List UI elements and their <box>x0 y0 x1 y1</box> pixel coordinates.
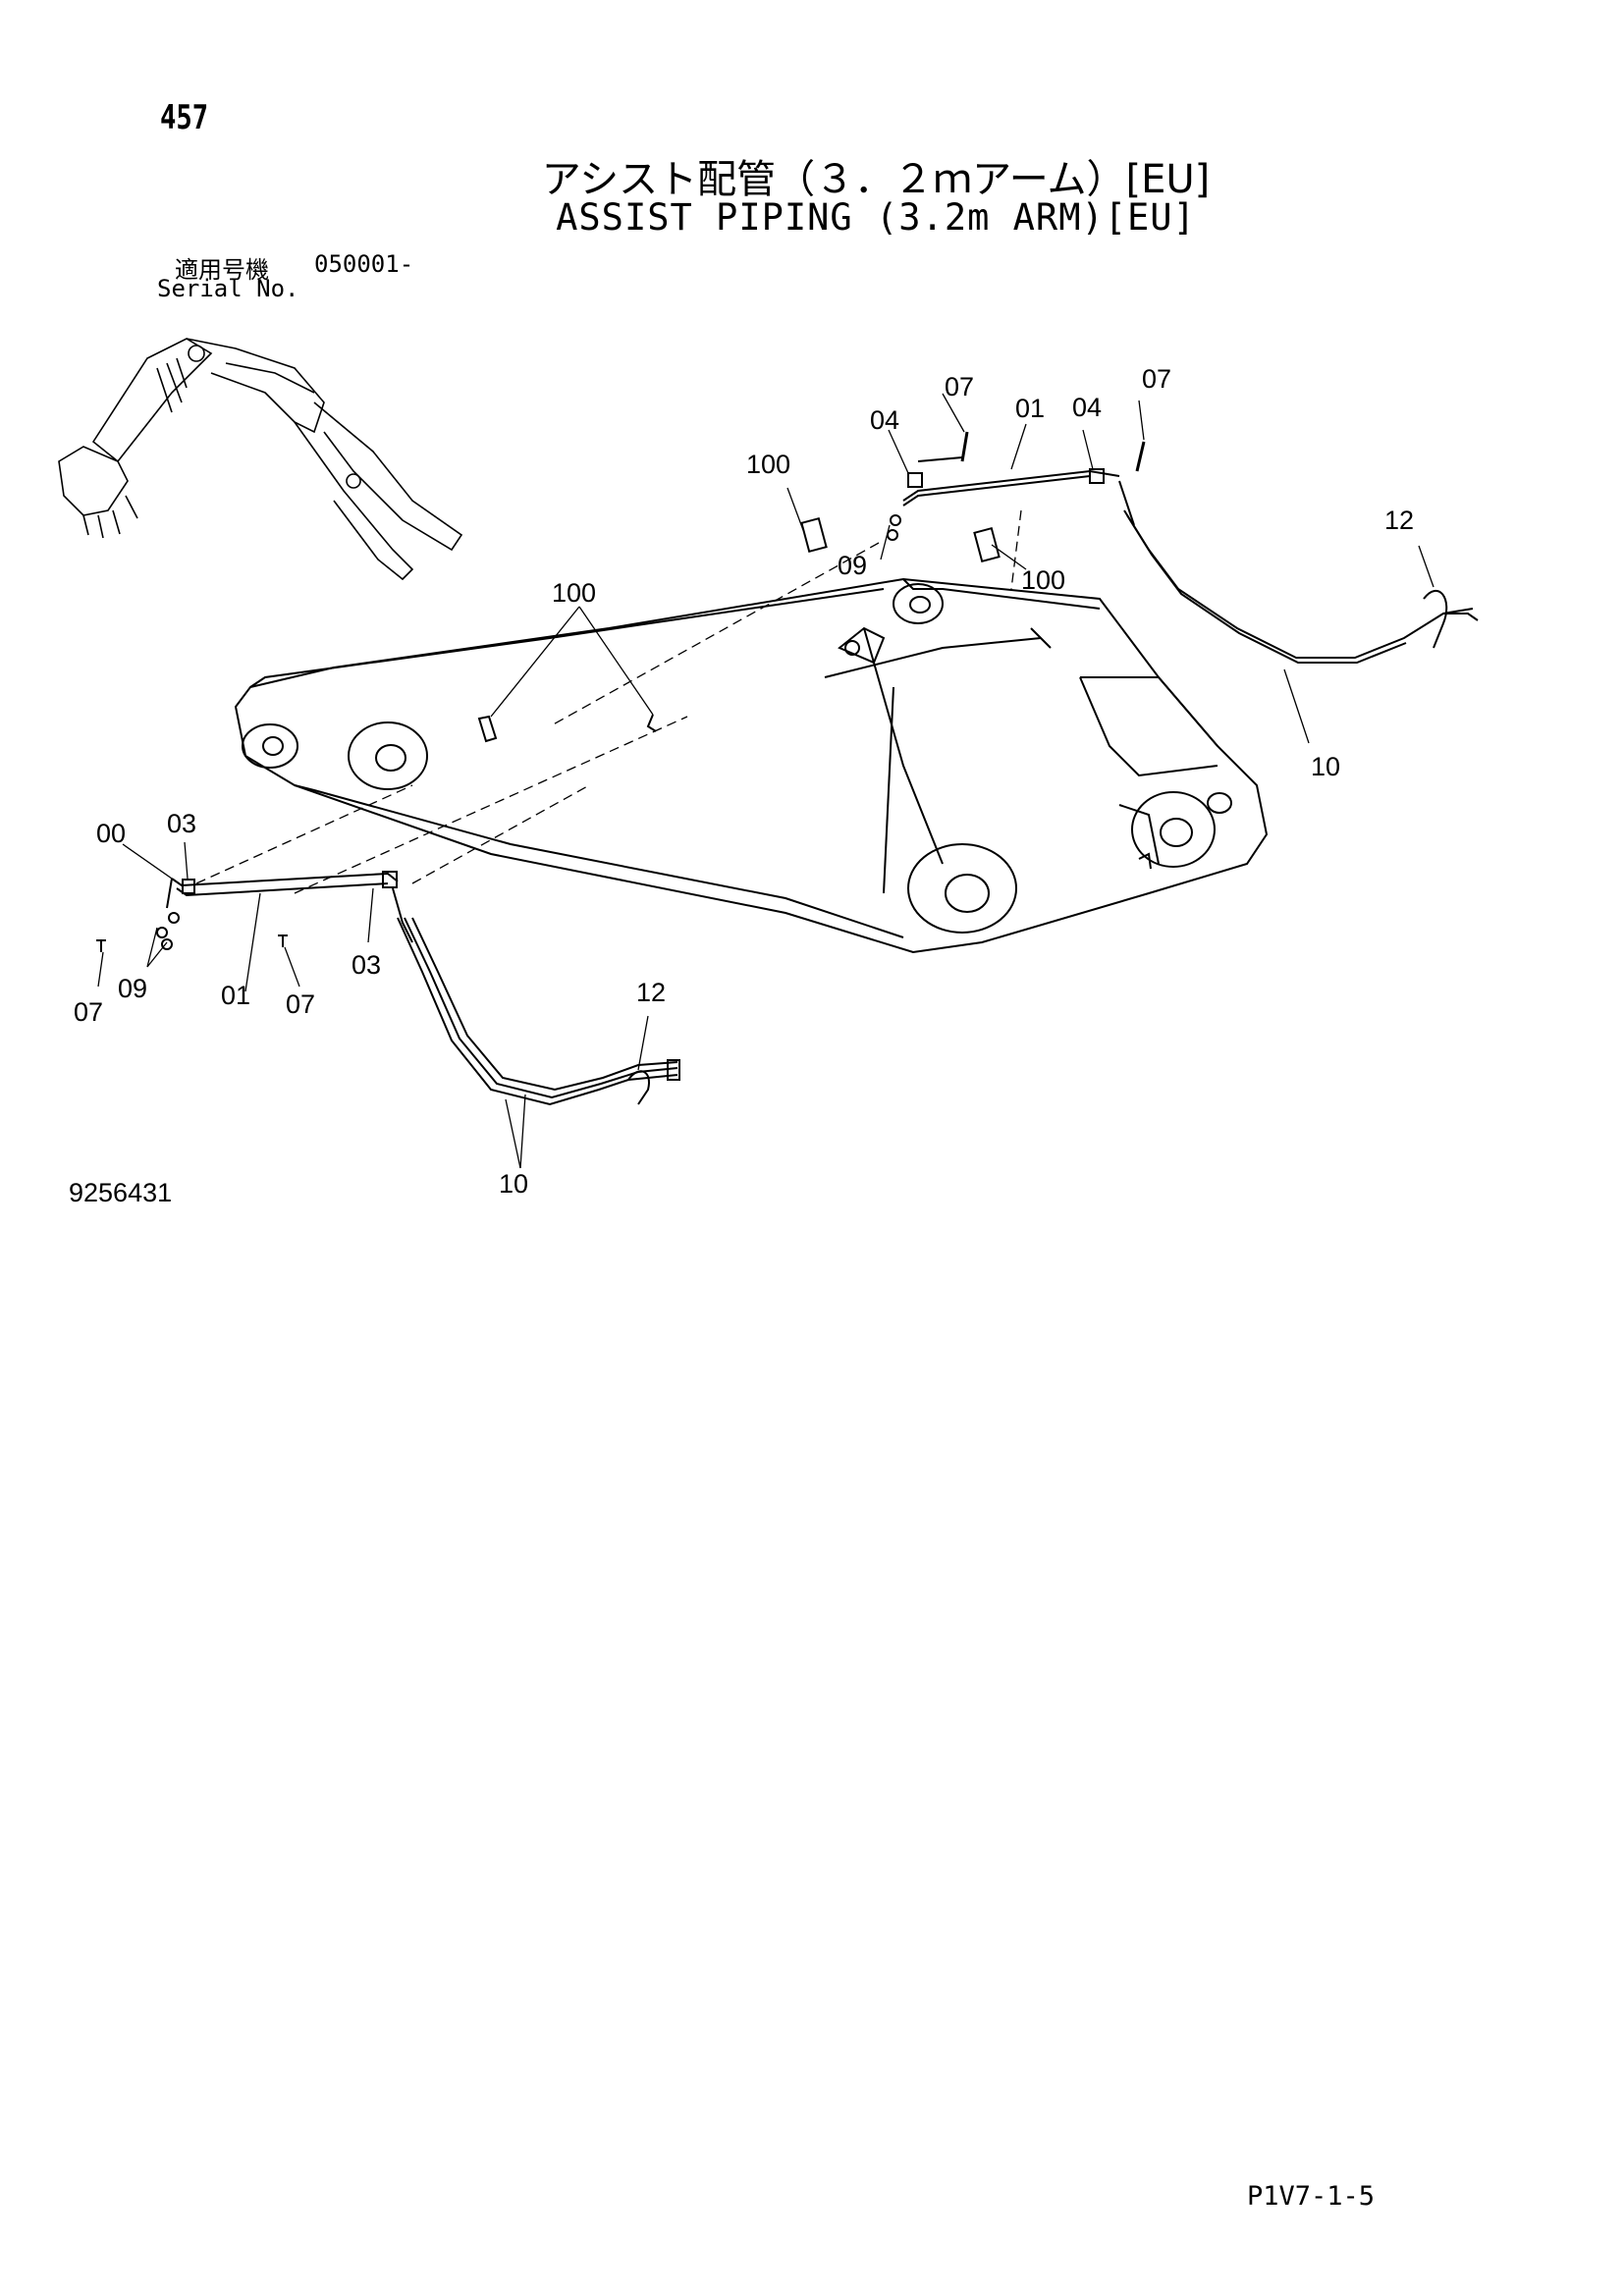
excavator-thumbnail <box>58 338 463 581</box>
callout-bottom-03-right: 03 <box>352 950 381 980</box>
callout-bottom-09: 09 <box>118 974 147 1003</box>
title-english: ASSIST PIPING (3.2m ARM)[EU] <box>556 196 1196 239</box>
callout-top-04-right: 04 <box>1072 393 1102 422</box>
callout-top-10: 10 <box>1311 752 1340 781</box>
callout-bottom-00: 00 <box>96 819 126 848</box>
parts-drawing: 07 01 04 04 07 100 100 09 12 10 100 00 0… <box>58 338 1479 1199</box>
callout-bottom-12: 12 <box>636 978 666 1007</box>
callout-top-01: 01 <box>1015 394 1045 423</box>
callout-top-100-left: 100 <box>746 450 790 479</box>
callout-top-09: 09 <box>838 551 867 580</box>
top-piping <box>477 431 1479 743</box>
callout-bottom-07-left: 07 <box>74 997 103 1027</box>
title-japanese: アシスト配管（３．２ｍアーム）[EU] <box>541 157 1211 202</box>
arm-body <box>234 577 1269 954</box>
callout-top-07-right: 07 <box>1142 364 1171 394</box>
page-number: 457 <box>160 98 209 137</box>
leader-lines <box>97 393 1435 1169</box>
serial-label-english: Serial No. <box>157 275 299 302</box>
callout-top-07-left: 07 <box>945 372 974 401</box>
callout-bottom-07-mid: 07 <box>286 989 315 1019</box>
callout-bottom-10: 10 <box>499 1169 528 1199</box>
callout-bottom-01: 01 <box>221 981 250 1010</box>
serial-range: 050001- <box>314 250 414 278</box>
drawing-number: 9256431 <box>69 1178 173 1207</box>
callout-labels: 07 01 04 04 07 100 100 09 12 10 100 00 0… <box>74 364 1414 1199</box>
page-reference: P1V7-1-5 <box>1247 2181 1376 2212</box>
callout-mid-100: 100 <box>552 578 596 608</box>
callout-top-12: 12 <box>1384 506 1414 535</box>
bottom-piping <box>96 871 680 1106</box>
callout-top-100-right: 100 <box>1021 565 1065 595</box>
callout-bottom-03-left: 03 <box>167 809 196 838</box>
callout-top-04-left: 04 <box>870 405 899 435</box>
serial-label-japanese: 適用号機 <box>175 256 269 284</box>
